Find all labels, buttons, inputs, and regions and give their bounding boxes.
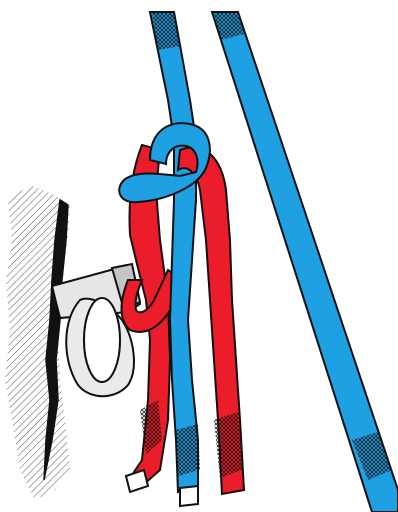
rope-illustration [0, 0, 398, 512]
